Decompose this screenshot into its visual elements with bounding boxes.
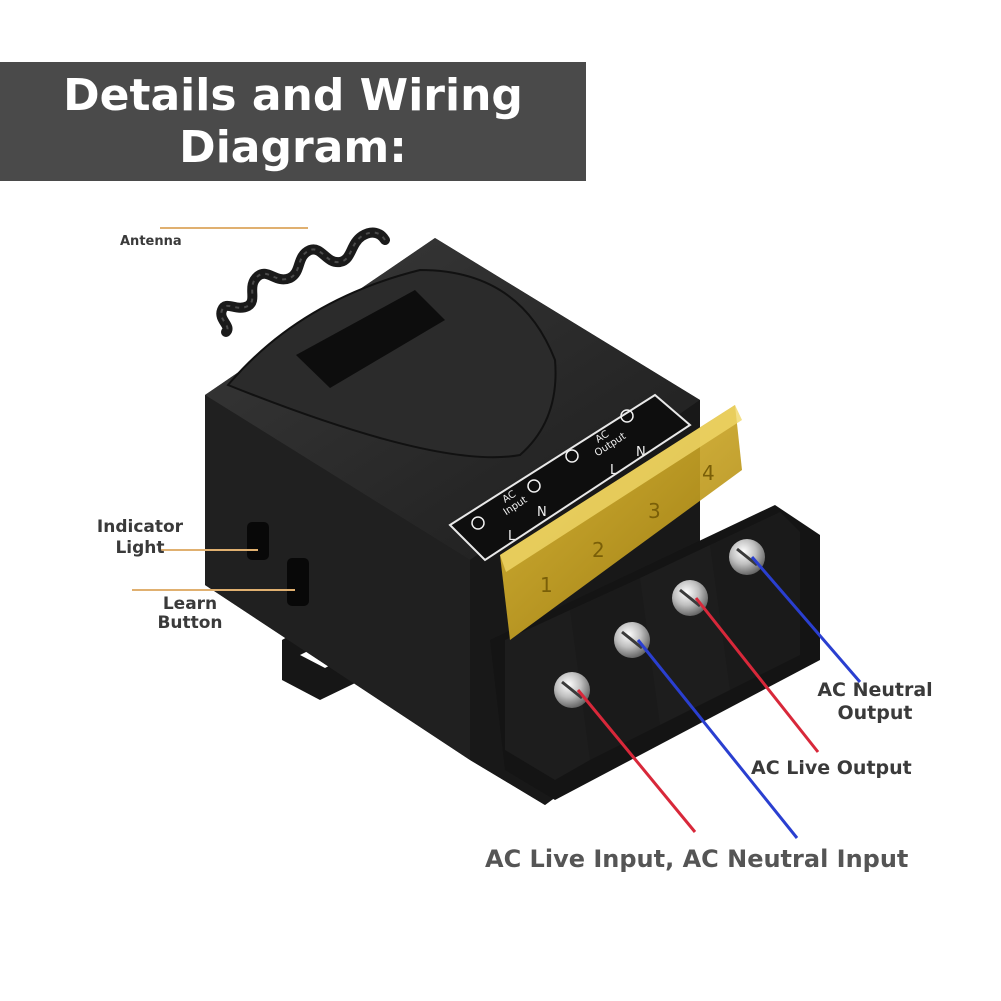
cover-digit-1: 1 <box>540 573 553 597</box>
neutral-output-wire <box>750 556 862 683</box>
neutral-output-line-2: Output <box>837 702 913 724</box>
title-line-1: Details and Wiring <box>63 69 523 121</box>
page-title: Details and Wiring Diagram: <box>0 62 586 181</box>
indicator-light-label: Indicator Light <box>88 517 192 559</box>
cover-digit-4: 4 <box>702 461 715 485</box>
ac-neutral-output-label: AC Neutral Output <box>808 679 942 725</box>
indicator-light <box>247 522 269 560</box>
inputs-text: AC Live Input, AC Neutral Input <box>485 845 909 873</box>
antenna-label: Antenna <box>120 234 182 249</box>
learn-button-label: Learn Button <box>144 595 236 633</box>
terminal-cover <box>500 405 742 640</box>
live-input-wire <box>576 689 697 833</box>
ac-live-output-label: AC Live Output <box>751 757 912 779</box>
antenna-label-text: Antenna <box>120 234 182 249</box>
indicator-label-line-2: Light <box>115 538 165 558</box>
cover-digit-3: 3 <box>648 499 661 523</box>
cover-digit-2: 2 <box>592 538 605 562</box>
live-output-wire <box>694 597 820 753</box>
terminal-symbol-icon <box>620 409 634 423</box>
input-neutral-marking: N <box>537 505 547 520</box>
terminal-block <box>490 505 820 800</box>
title-line-2: Diagram: <box>179 121 407 173</box>
learn-label-line-1: Learn <box>162 594 218 614</box>
neutral-output-line-1: AC Neutral <box>817 679 933 701</box>
terminal-symbol-icon <box>565 449 579 463</box>
output-neutral-marking: N <box>636 445 646 460</box>
indicator-label-line-1: Indicator <box>96 517 184 537</box>
input-live-marking: L <box>508 529 516 544</box>
neutral-input-wire <box>636 639 799 839</box>
live-output-text: AC Live Output <box>751 757 912 779</box>
learn-label-line-2: Button <box>157 613 223 633</box>
learn-button[interactable] <box>287 558 309 606</box>
terminal-screws <box>554 539 765 708</box>
title-banner: Details and Wiring Diagram: <box>0 62 586 181</box>
terminal-symbol-icon <box>471 516 485 530</box>
cover-digits: 1 2 3 4 <box>540 461 715 597</box>
output-live-marking: L <box>610 463 618 478</box>
ac-inputs-label: AC Live Input, AC Neutral Input <box>485 845 908 873</box>
terminal-symbol-icon <box>527 479 541 493</box>
